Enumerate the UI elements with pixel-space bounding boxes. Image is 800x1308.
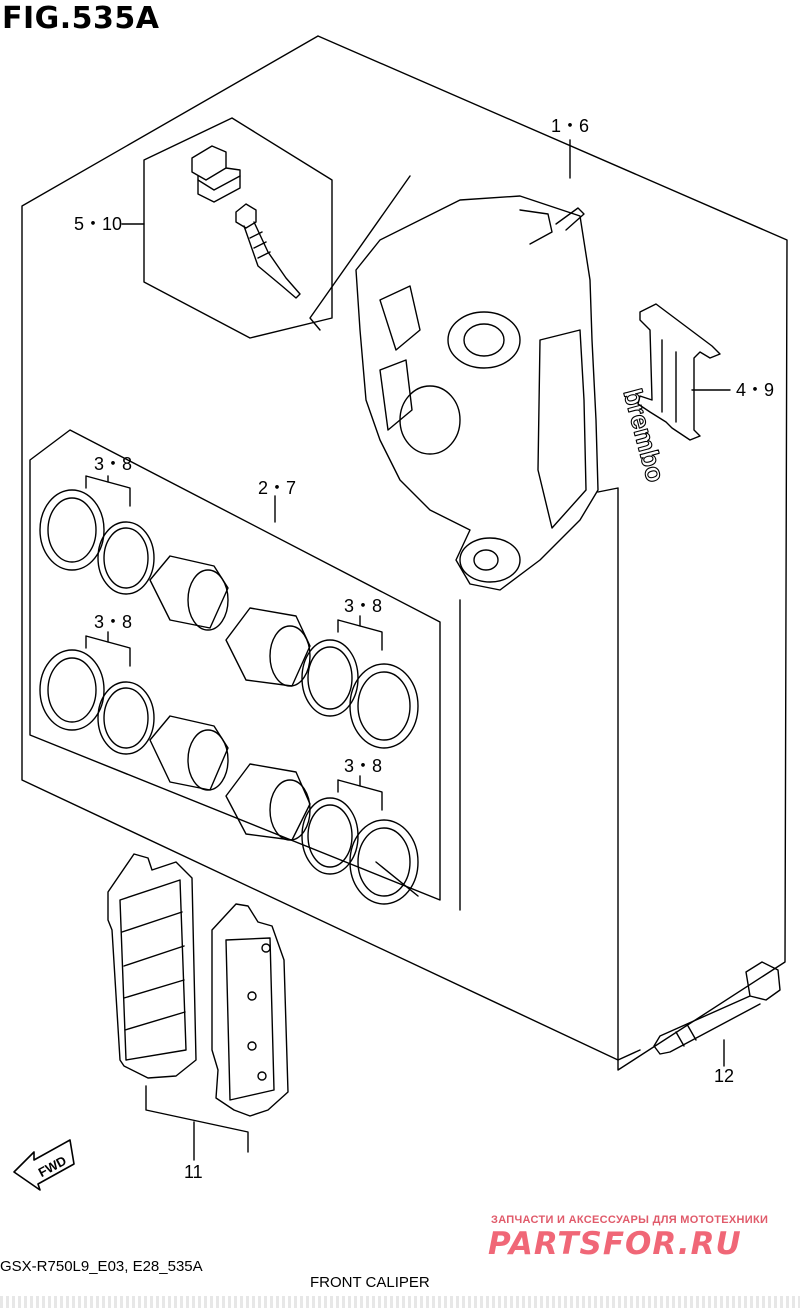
dust-seal-2 <box>349 663 419 749</box>
scan-noise-strip <box>0 1296 800 1308</box>
caliper-guide-line <box>309 175 411 331</box>
main-assembly-frame <box>21 35 788 1071</box>
valve-subframe <box>143 117 333 339</box>
bracket-pads <box>145 1085 249 1153</box>
callout-seal-b: 3・8 <box>94 612 133 632</box>
dust-seal-1 <box>97 521 155 595</box>
piston-1 <box>149 555 229 631</box>
brake-pad-1 <box>107 853 197 1079</box>
piston-4 <box>225 763 311 841</box>
callout-pads: 11 <box>184 1162 203 1182</box>
watermark-tagline: ЗАПЧАСТИ И АКСЕССУАРЫ ДЛЯ МОТОТЕХНИКИ <box>491 1214 769 1226</box>
dust-seal-3 <box>97 681 155 755</box>
footer-title: FRONT CALIPER <box>310 1274 430 1291</box>
bleeder-screw <box>235 203 301 299</box>
anti-rattle-spring <box>637 303 721 441</box>
callout-seal-d: 3・8 <box>344 756 383 776</box>
piston-seal-3 <box>39 649 105 731</box>
piston-2 <box>225 607 311 687</box>
callout-caliper: 1・6 <box>551 116 590 136</box>
callout-spring: 4・9 <box>736 380 775 400</box>
caliper-brand-text: brembo <box>617 385 671 485</box>
mounting-bolt <box>653 961 781 1055</box>
watermark-logo: PARTSFOR.RU <box>488 1226 742 1262</box>
footer-code: GSX-R750L9_E03, E28_535A <box>0 1258 203 1275</box>
bleeder-cap <box>191 145 241 203</box>
caliper-body <box>355 195 599 591</box>
callout-bolt: 12 <box>714 1066 735 1086</box>
callout-valve: 5・10 <box>74 214 123 234</box>
callout-seal-a: 3・8 <box>94 454 133 474</box>
guide-line-right-2 <box>597 487 619 1061</box>
piston-3 <box>149 715 229 791</box>
brake-pad-2 <box>211 903 289 1117</box>
bolt-leader <box>617 1049 641 1061</box>
piston-seal-1 <box>39 489 105 571</box>
figure-title: FIG.535A <box>2 1 160 36</box>
pistons-subframe <box>29 429 441 901</box>
callout-seal-c: 3・8 <box>344 596 383 616</box>
dust-seal-4 <box>349 819 419 905</box>
fwd-arrow-icon <box>13 1139 75 1191</box>
callout-pistons: 2・7 <box>258 478 297 498</box>
